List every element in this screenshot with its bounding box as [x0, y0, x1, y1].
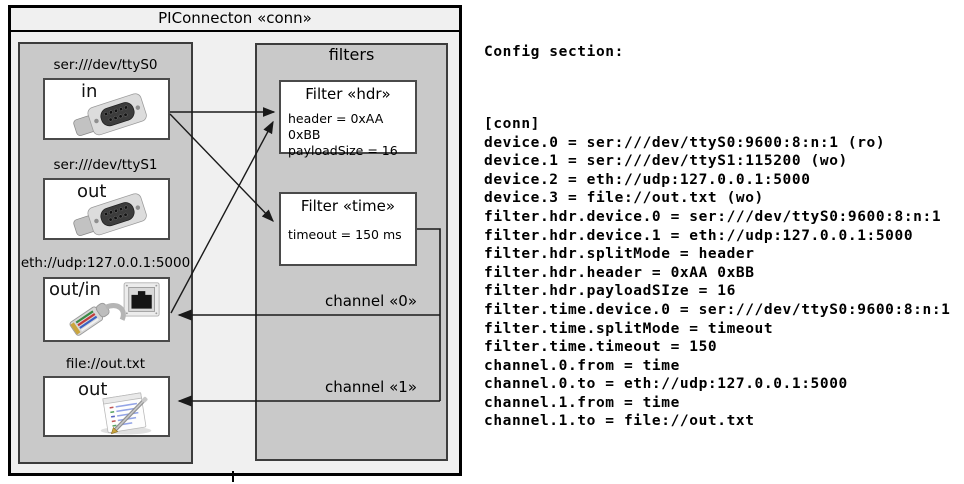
config-line: channel.0.from = time: [484, 357, 680, 374]
config-line: filter.hdr.header = 0xAA 0xBB: [484, 264, 755, 281]
diagram-title: PIConnecton «conn»: [11, 8, 459, 32]
device-label-ttys1: ser:///dev/ttyS1: [53, 157, 158, 173]
device-box-file: out: [43, 376, 170, 437]
db9-serial-connector-icon: [59, 91, 171, 139]
device-box-eth: out/in: [43, 277, 170, 342]
config-line: filter.hdr.device.0 = ser:///dev/ttyS0:9…: [484, 208, 942, 225]
filter-property: timeout = 150 ms: [288, 227, 402, 242]
db9-serial-connector-icon: [59, 191, 171, 239]
config-line: device.2 = eth://udp:127.0.0.1:5000: [484, 171, 811, 188]
config-line: device.1 = ser:///dev/ttyS1:115200 (wo): [484, 153, 848, 170]
config-line: channel.1.from = time: [484, 394, 680, 411]
device-direction: out: [77, 181, 107, 202]
config-line: device.0 = ser:///dev/ttyS0:9600:8:n:1 (…: [484, 134, 886, 151]
config-line: filter.time.splitMode = timeout: [484, 320, 774, 337]
config-line: filter.time.timeout = 150: [484, 339, 718, 356]
notepad-pencil-icon: [83, 390, 169, 436]
device-box-ttys1: out: [43, 178, 170, 240]
config-line: device.3 = file://out.txt (wo): [484, 190, 764, 207]
device-label-file: file://out.txt: [65, 356, 146, 372]
device-direction: out: [78, 379, 108, 400]
rj45-ethernet-icon: [47, 281, 168, 340]
config-lines: [conn] device.0 = ser:///dev/ttyS0:9600:8…: [484, 115, 954, 431]
config-line: filter.hdr.payloadSIze = 16: [484, 283, 736, 300]
filter-hdr-box: Filter «hdr» header = 0xAA 0xBB payloadS…: [279, 80, 417, 158]
filter-time-title: Filter «time»: [300, 197, 396, 215]
config-line: channel.0.to = eth://udp:127.0.0.1:5000: [484, 376, 848, 393]
channel-0-label: channel «0»: [324, 292, 417, 310]
device-box-ttys0: in: [43, 78, 170, 140]
config-line: filter.hdr.device.1 = eth://udp:127.0.0.…: [484, 227, 914, 244]
config-heading: Config section:: [484, 44, 624, 61]
config-line: [conn]: [484, 115, 540, 132]
filter-time-properties: timeout = 150 ms: [288, 227, 402, 243]
device-direction: out/in: [49, 279, 101, 300]
device-label-eth: eth://udp:127.0.0.1:5000: [20, 255, 191, 271]
config-line: filter.time.device.0 = ser:///dev/ttyS0:…: [484, 301, 951, 318]
device-label-ttys0: ser:///dev/ttyS0: [53, 57, 158, 73]
config-line: channel.1.to = file://out.txt: [484, 413, 755, 430]
device-direction: in: [81, 81, 98, 102]
config-line: filter.hdr.splitMode = header: [484, 246, 755, 263]
filter-time-box: Filter «time» timeout = 150 ms: [279, 192, 417, 266]
channel-1-label: channel «1»: [324, 378, 417, 396]
filter-hdr-title: Filter «hdr»: [305, 85, 391, 103]
config-section: Config section: [conn] device.0 = ser:///…: [484, 6, 954, 468]
filter-hdr-properties: header = 0xAA 0xBB payloadSize = 16: [288, 111, 415, 159]
filter-property: payloadSize = 16: [288, 143, 398, 158]
filters-panel-title: filters: [328, 45, 375, 64]
filter-property: header = 0xAA 0xBB: [288, 111, 384, 142]
